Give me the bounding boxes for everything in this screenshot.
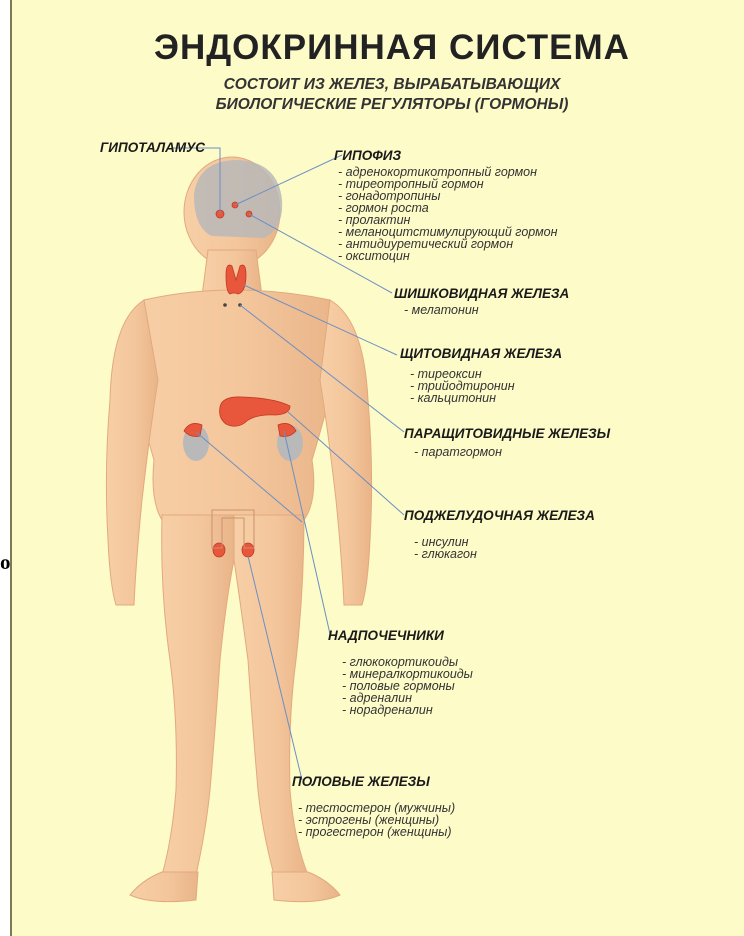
label-hypothalamus: ГИПОТАЛАМУС: [100, 140, 205, 155]
left-gonad: [213, 543, 225, 557]
list-parathyroid-hormones: - паратгормон: [414, 446, 502, 458]
label-pancreas: ПОДЖЕЛУДОЧНАЯ ЖЕЛЕЗА: [404, 508, 595, 523]
endocrine-poster: ЭНДОКРИННАЯ СИСТЕМА СОСТОИТ ИЗ ЖЕЛЕЗ, ВЫ…: [10, 0, 744, 936]
label-thyroid: ЩИТОВИДНАЯ ЖЕЛЕЗА: [400, 346, 562, 361]
list-gonad-hormones: - тестостерон (мужчины) - эстрогены (жен…: [298, 802, 455, 838]
brain-shape: [194, 160, 282, 238]
hormone-item: - паратгормон: [414, 446, 502, 458]
label-pineal: ШИШКОВИДНАЯ ЖЕЛЕЗА: [394, 286, 569, 301]
list-pineal-hormones: - мелатонин: [404, 304, 479, 316]
list-adrenal-hormones: - глюкокортикоиды - минералкортикоиды - …: [342, 656, 473, 716]
hormone-item: - мелатонин: [404, 304, 479, 316]
hormone-item: - норадреналин: [342, 704, 473, 716]
hormone-item: - окситоцин: [338, 250, 558, 262]
hormone-item: - кальцитонин: [410, 392, 515, 404]
label-pituitary: ГИПОФИЗ: [334, 148, 401, 163]
label-gonads: ПОЛОВЫЕ ЖЕЛЕЗЫ: [292, 774, 430, 789]
parathyroid-gland-left: [223, 303, 227, 307]
list-thyroid-hormones: - тиреоксин - трийодтиронин - кальцитони…: [410, 368, 515, 404]
label-adrenals: НАДПОЧЕЧНИКИ: [328, 628, 444, 643]
label-parathyroid: ПАРАЩИТОВИДНЫЕ ЖЕЛЕЗЫ: [404, 426, 610, 441]
list-pituitary-hormones: - адренокортикотропный гормон - тиреотро…: [338, 166, 558, 262]
hormone-item: - глюкагон: [414, 548, 477, 560]
hormone-item: - прогестерон (женщины): [298, 826, 455, 838]
list-pancreas-hormones: - инсулин - глюкагон: [414, 536, 477, 560]
